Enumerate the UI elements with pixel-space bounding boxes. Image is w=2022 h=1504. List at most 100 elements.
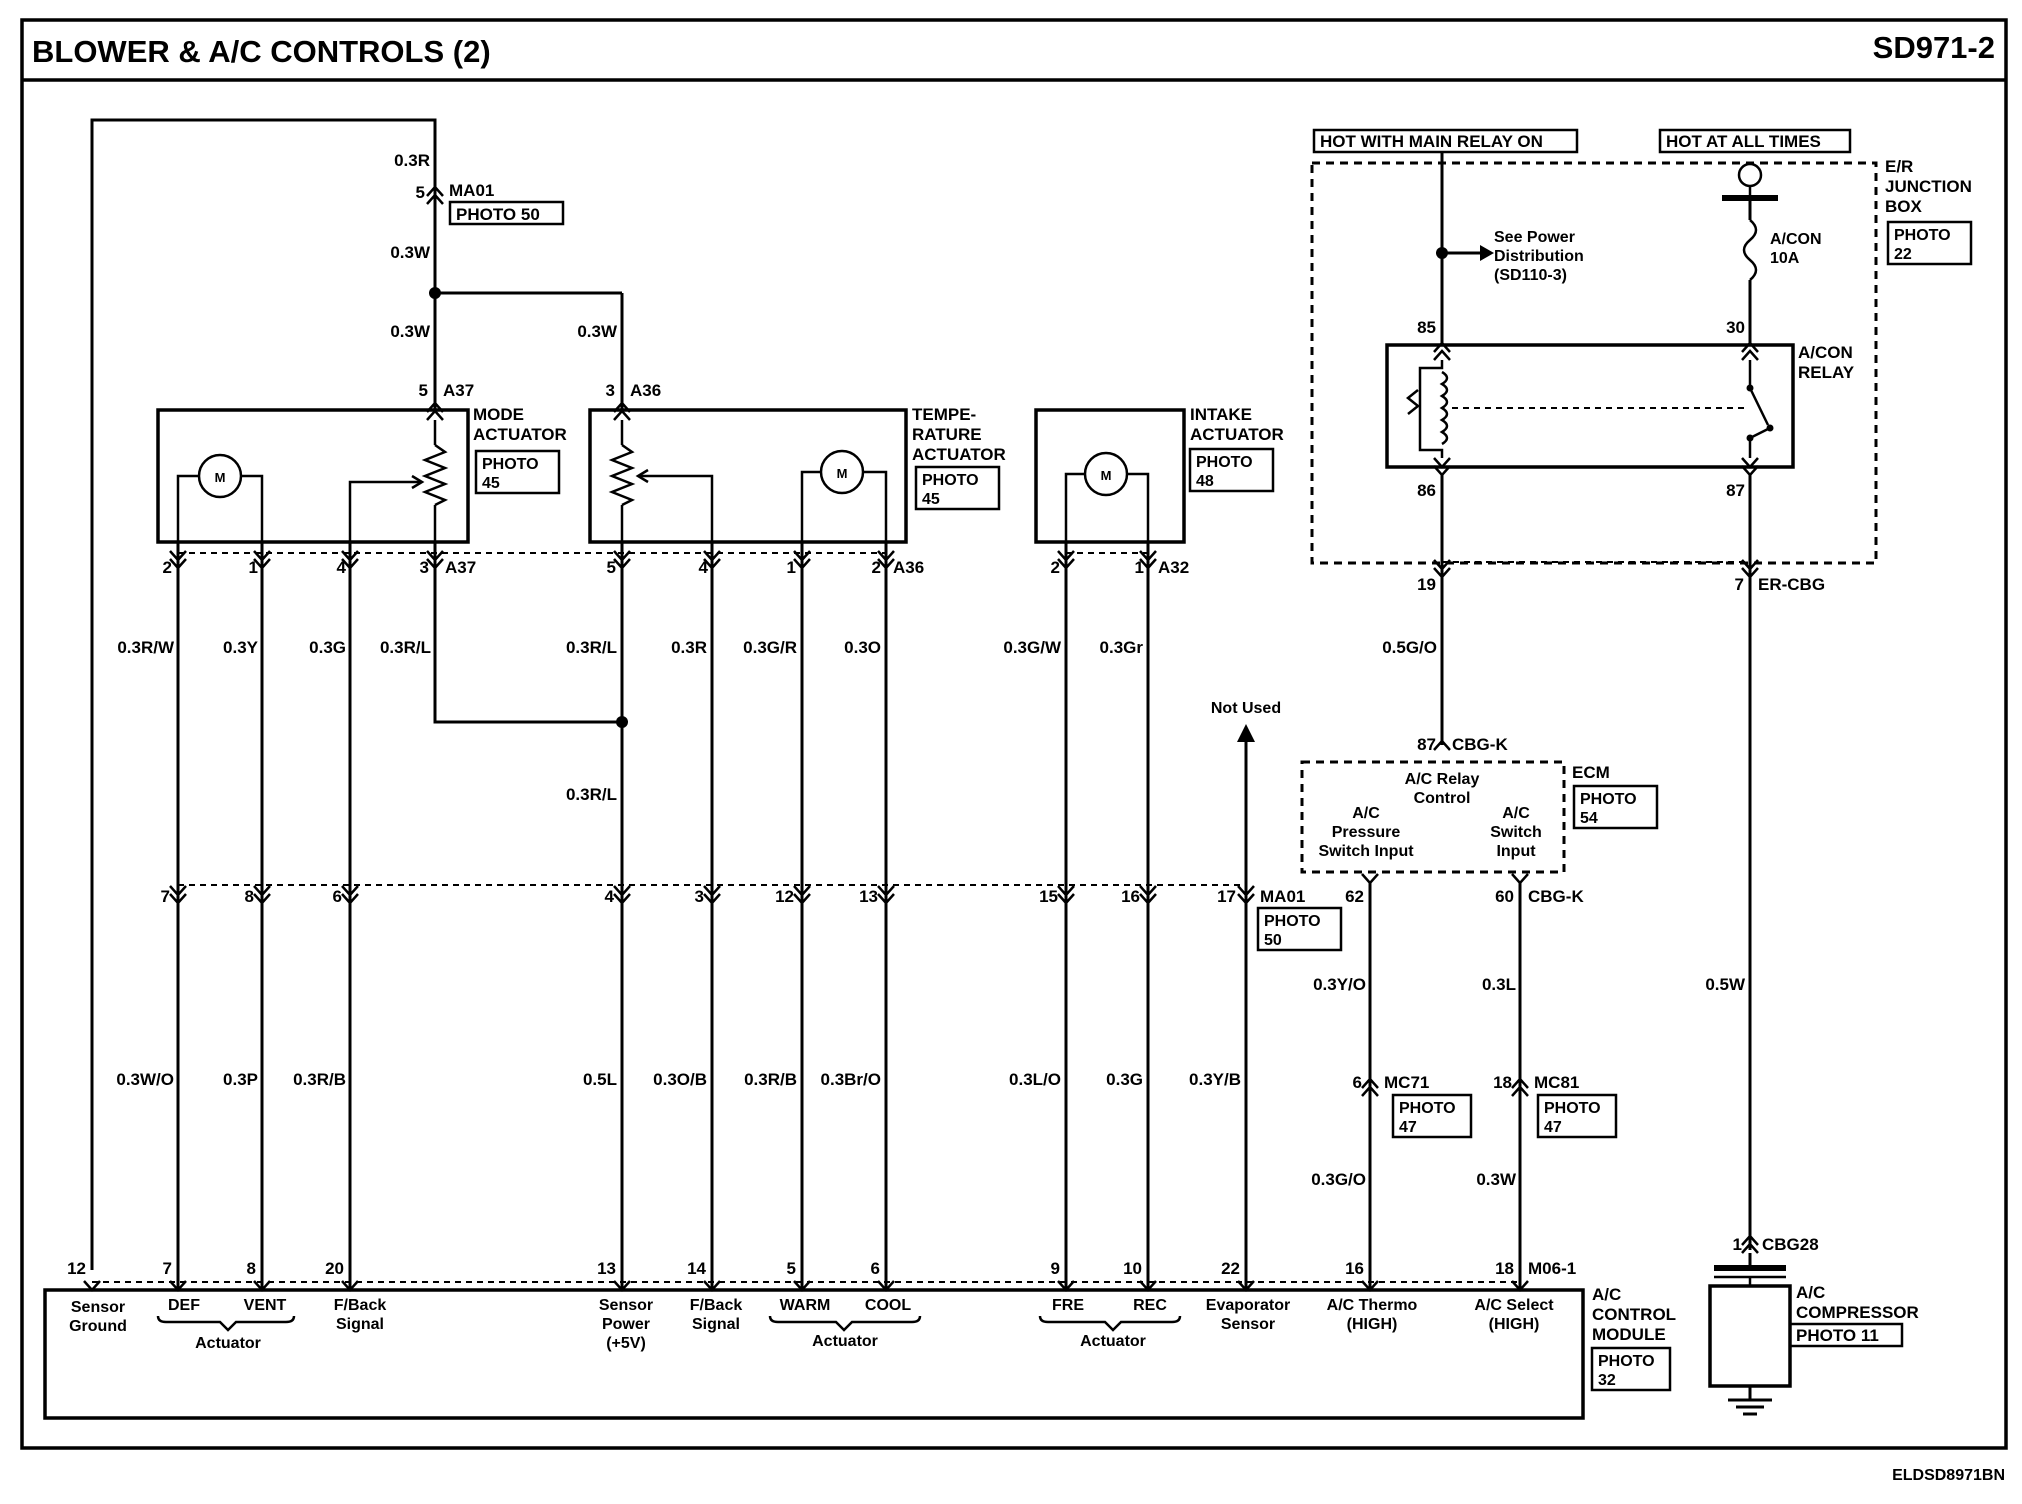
svg-text:VENT: VENT [244,1297,287,1314]
svg-text:CBG28: CBG28 [1762,1235,1819,1254]
svg-text:2: 2 [1051,558,1060,577]
svg-text:32: 32 [1598,1372,1616,1389]
svg-text:ACTUATOR: ACTUATOR [473,425,567,444]
svg-text:0.3W/O: 0.3W/O [116,1070,174,1089]
svg-text:0.3G/O: 0.3G/O [1311,1170,1366,1189]
svg-text:PHOTO: PHOTO [1196,454,1253,471]
svg-text:FRE: FRE [1052,1297,1084,1314]
svg-text:MC81: MC81 [1534,1073,1579,1092]
potentiometer-icon [348,420,449,542]
svg-text:RELAY: RELAY [1798,363,1855,382]
svg-text:REC: REC [1133,1297,1167,1314]
svg-text:6: 6 [1353,1073,1362,1092]
svg-text:18: 18 [1495,1259,1514,1278]
svg-text:20: 20 [325,1259,344,1278]
svg-text:0.3G/R: 0.3G/R [743,638,797,657]
wire-0.3w-c: 0.3W [577,322,618,341]
svg-text:0.3Y/B: 0.3Y/B [1189,1070,1241,1089]
svg-text:0.3R/L: 0.3R/L [566,638,617,657]
svg-text:22: 22 [1221,1259,1240,1278]
svg-text:30: 30 [1726,318,1745,337]
svg-text:0.3R: 0.3R [671,638,707,657]
svg-text:1: 1 [249,558,258,577]
svg-text:DEF: DEF [168,1297,200,1314]
svg-text:0.3Br/O: 0.3Br/O [821,1070,881,1089]
svg-text:F/Back: F/Back [690,1297,743,1314]
svg-text:14: 14 [687,1259,706,1278]
svg-text:0.3O/B: 0.3O/B [653,1070,707,1089]
svg-text:0.3P: 0.3P [223,1070,258,1089]
svg-text:PHOTO: PHOTO [1598,1353,1655,1370]
svg-text:A/C Select: A/C Select [1474,1297,1554,1314]
svg-text:16: 16 [1121,887,1140,906]
svg-text:A/C Thermo: A/C Thermo [1327,1297,1418,1314]
svg-text:Evaporator: Evaporator [1206,1297,1290,1314]
diagram-frame [20,18,2008,1450]
svg-text:PHOTO: PHOTO [1544,1100,1601,1117]
svg-text:WARM: WARM [780,1297,831,1314]
svg-text:RATURE: RATURE [912,425,982,444]
svg-text:A/CON: A/CON [1798,343,1853,362]
wire-0.3r: 0.3R [394,151,430,170]
svg-text:0.3R/L: 0.3R/L [380,638,431,657]
svg-text:Ground: Ground [69,1318,127,1335]
svg-text:ACTUATOR: ACTUATOR [1190,425,1284,444]
svg-text:0.3R/B: 0.3R/B [293,1070,346,1089]
svg-text:10: 10 [1123,1259,1142,1278]
svg-text:9: 9 [1051,1259,1060,1278]
svg-text:PHOTO: PHOTO [1399,1100,1456,1117]
svg-text:45: 45 [482,475,500,492]
svg-text:4: 4 [605,887,615,906]
battery-terminal-icon [1722,162,1778,201]
svg-text:E/R: E/R [1885,157,1913,176]
svg-text:2: 2 [163,558,172,577]
diagram-title: BLOWER & A/C CONTROLS (2) [32,34,491,69]
connector-chevrons-top [169,550,1157,570]
svg-text:(HIGH): (HIGH) [1347,1316,1398,1333]
svg-text:A32: A32 [1158,558,1189,577]
svg-text:0.3O: 0.3O [844,638,881,657]
svg-text:6: 6 [871,1259,880,1278]
svg-text:See Power: See Power [1494,229,1575,246]
svg-text:MC71: MC71 [1384,1073,1429,1092]
mode-actuator: MODE ACTUATOR PHOTO 45 5 A37 M 2 1 4 3 A… [156,381,567,577]
svg-text:M: M [837,466,848,481]
compressor-clutch-icon [1708,1284,1792,1388]
temperature-actuator: TEMPE- RATURE ACTUATOR PHOTO 45 3 A36 M … [588,381,1006,577]
svg-text:A/C: A/C [1796,1283,1825,1302]
svg-text:A36: A36 [630,381,661,400]
svg-text:Signal: Signal [336,1316,384,1333]
ecm: 0.5G/O 87 CBG-K A/C Relay Control A/C Pr… [1300,638,1659,906]
svg-text:0.3R/W: 0.3R/W [117,638,175,657]
hot-all-times-label: HOT AT ALL TIMES [1666,132,1821,151]
svg-text:(+5V): (+5V) [606,1335,646,1352]
svg-text:12: 12 [775,887,794,906]
ma01-top-conn: MA01 [449,181,494,200]
wire-labels-lower: 0.3W/O 0.3P 0.3R/B 0.5L 0.3O/B 0.3R/B 0.… [116,1070,1241,1089]
hot-main-relay-label: HOT WITH MAIN RELAY ON [1320,132,1543,151]
wire-labels-upper: 0.3R/W 0.3Y 0.3G 0.3R/L 0.3R/L 0.3R 0.3G… [117,638,1143,804]
svg-text:0.5W: 0.5W [1705,975,1746,994]
svg-text:3: 3 [420,558,429,577]
svg-text:10A: 10A [1770,250,1800,267]
svg-text:5: 5 [419,381,428,400]
svg-text:12: 12 [67,1259,86,1278]
svg-text:Signal: Signal [692,1316,740,1333]
svg-text:6: 6 [333,887,342,906]
potentiometer-icon [608,420,714,542]
svg-text:(HIGH): (HIGH) [1489,1316,1540,1333]
svg-text:JUNCTION: JUNCTION [1885,177,1972,196]
svg-text:0.3Gr: 0.3Gr [1100,638,1144,657]
svg-text:Distribution: Distribution [1494,248,1584,265]
svg-text:4: 4 [699,558,709,577]
svg-text:0.3L: 0.3L [1482,975,1516,994]
relay-switch-icon [1746,360,1774,458]
svg-text:A37: A37 [445,558,476,577]
svg-text:PHOTO: PHOTO [482,456,539,473]
svg-text:M: M [1101,468,1112,483]
svg-text:0.3G/W: 0.3G/W [1003,638,1062,657]
svg-text:A37: A37 [443,381,474,400]
svg-text:13: 13 [859,887,878,906]
acon-relay [1385,343,1795,469]
